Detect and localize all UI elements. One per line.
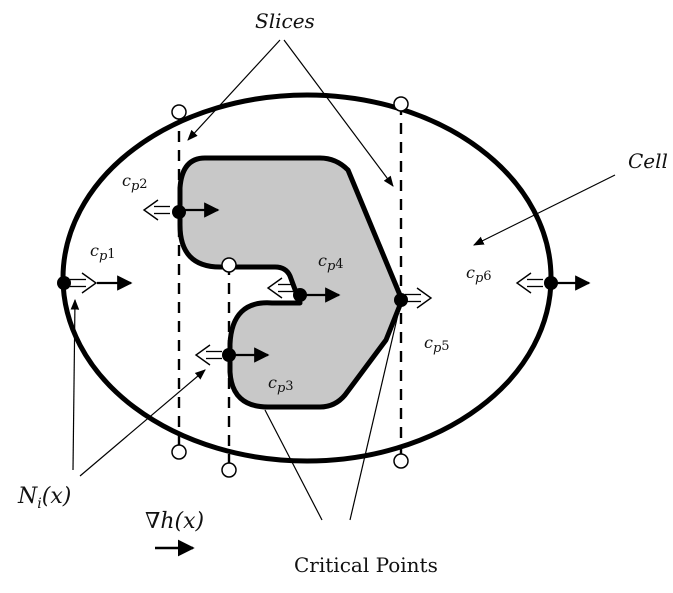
slice-point — [221, 462, 237, 478]
normal-arrow-cp2 — [143, 199, 171, 221]
slice-point — [171, 104, 187, 120]
slice-point — [221, 257, 237, 273]
gradient-label: ∇h(x) — [145, 509, 204, 534]
cp4-label: cp4 — [318, 251, 344, 274]
slice-point — [393, 453, 409, 469]
critical-points-label: Critical Points — [294, 553, 438, 577]
critical-pointer-1 — [264, 409, 323, 521]
critical-pointer-2 — [349, 309, 400, 521]
normal-pointer-2 — [79, 369, 206, 477]
cp3-label: cp3 — [268, 373, 294, 396]
slices-pointer-left — [187, 39, 281, 141]
slice-point — [171, 444, 187, 460]
slices-pointer-right — [283, 39, 394, 187]
critical-point-cp5 — [394, 293, 408, 307]
normal-label: Ni(x) — [17, 484, 71, 512]
obstacle — [177, 155, 405, 410]
gradient-arrows — [97, 202, 591, 363]
pointer-lines — [70, 39, 616, 521]
normal-pointer-1 — [70, 298, 80, 471]
normal-arrow-cp5 — [404, 287, 432, 309]
cp6-label: cp6 — [466, 263, 492, 286]
slice-point — [393, 96, 409, 112]
slices-label: Slices — [255, 9, 315, 33]
cp5-label: cp5 — [424, 333, 450, 356]
normal-arrow-cp6 — [516, 272, 544, 294]
critical-point-dots — [57, 205, 558, 362]
cp1-label: cp1 — [90, 241, 116, 264]
cell-pointer — [473, 174, 616, 246]
cell-label: Cell — [628, 149, 668, 173]
slice-intersection-points — [171, 96, 409, 478]
critical-point-cp1 — [57, 276, 71, 290]
normal-arrow-cp3 — [195, 344, 223, 366]
cp2-label: cp2 — [122, 171, 148, 194]
normal-arrow-cp1 — [69, 272, 97, 294]
critical-point-cp2 — [172, 205, 186, 219]
